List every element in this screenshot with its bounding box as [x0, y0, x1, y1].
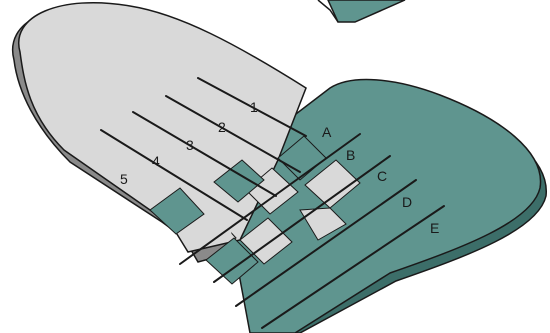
- strip-label-C: C: [377, 168, 387, 184]
- strip-label-5: 5: [120, 171, 128, 187]
- strip-label-2: 2: [218, 119, 226, 135]
- strip-label-3: 3: [186, 137, 194, 153]
- strip-label-D: D: [402, 194, 412, 210]
- strip-label-A: A: [322, 124, 332, 140]
- strip-label-4: 4: [152, 153, 160, 169]
- top-partial-shape: [318, 0, 405, 22]
- strip-label-E: E: [430, 220, 439, 236]
- strip-label-B: B: [346, 147, 355, 163]
- strip-label-1: 1: [250, 99, 258, 115]
